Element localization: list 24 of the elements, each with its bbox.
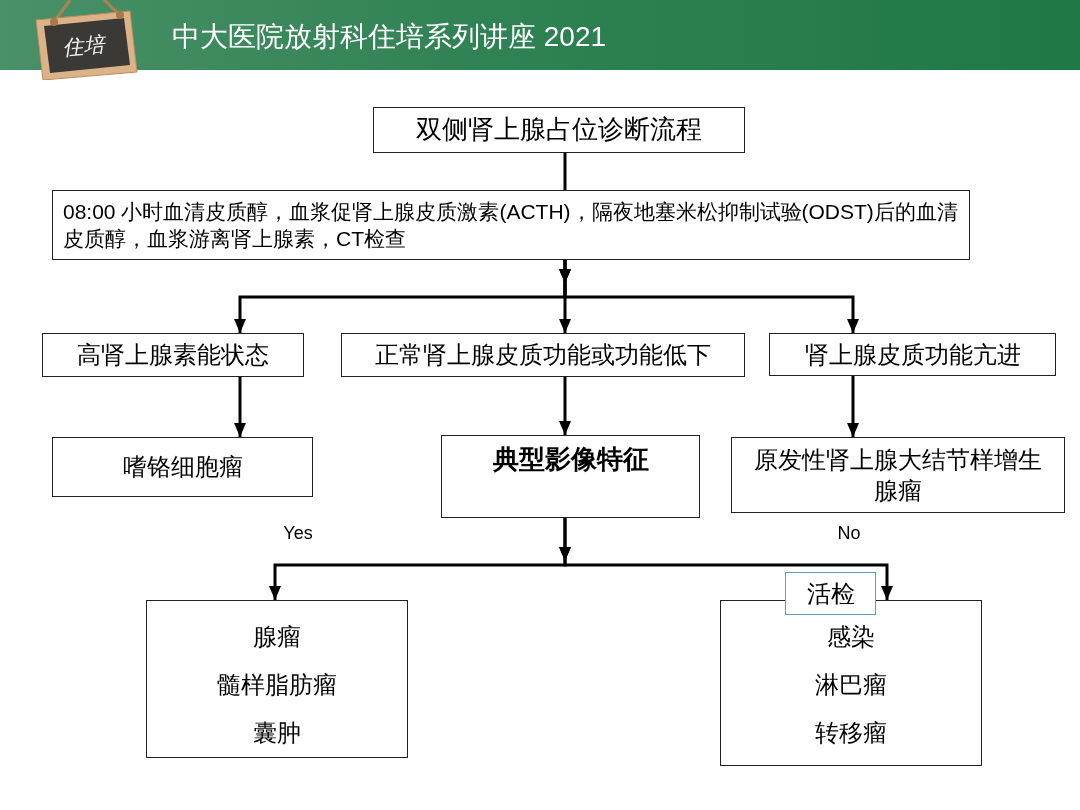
arrow [847, 376, 859, 437]
header-title: 中大医院放射科住培系列讲座 2021 [172, 21, 607, 53]
connector-line [563, 153, 567, 190]
process-box: 高肾上腺素能状态 [42, 333, 304, 377]
process-box: 嗜铬细胞瘤 [52, 437, 313, 497]
title-box: 双侧肾上腺占位诊断流程 [373, 107, 745, 153]
process-box: 肾上腺皮质功能亢进 [769, 333, 1056, 376]
process-box: 原发性肾上腺大结节样增生腺瘤 [731, 437, 1065, 513]
process-box: 典型影像特征 [441, 435, 700, 518]
arrow [559, 518, 893, 600]
tag-box: 活检 [785, 572, 876, 615]
result-box [146, 600, 408, 758]
process-box: 正常肾上腺皮质功能或功能低下 [341, 333, 745, 377]
diagnosis-text: 囊肿 [253, 718, 301, 748]
diagnosis-text: 腺瘤 [253, 622, 301, 652]
arrow [559, 260, 859, 333]
diagnosis-text: 淋巴瘤 [815, 670, 887, 700]
arrow [559, 377, 571, 435]
diagnosis-text: 感染 [827, 622, 875, 652]
diagnosis-text: 转移瘤 [815, 718, 887, 748]
chalkboard-text: 住培 [60, 31, 106, 61]
process-box: 08:00 小时血清皮质醇，血浆促肾上腺皮质激素(ACTH)，隔夜地塞米松抑制试验(ODST)后的血清皮质醇，血浆游离肾上腺素，CT检查 [52, 190, 970, 260]
arrow [234, 377, 246, 437]
diagnosis-text: 髓样脂肪瘤 [217, 670, 337, 700]
